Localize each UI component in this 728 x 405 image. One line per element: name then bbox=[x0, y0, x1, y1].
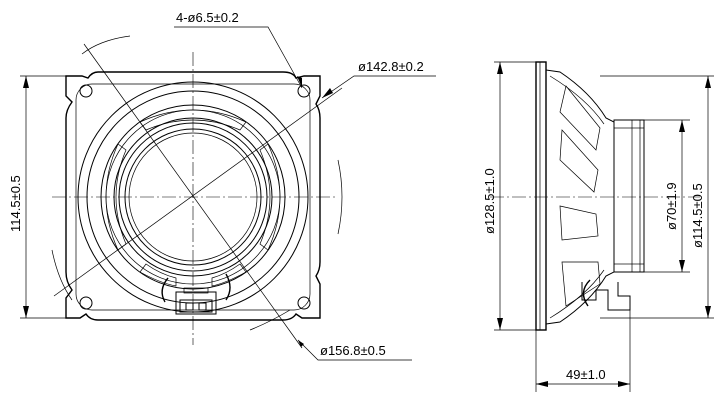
flange-sweep-arc bbox=[249, 309, 291, 331]
basket-ribs bbox=[559, 85, 601, 307]
side-terminal bbox=[581, 279, 631, 311]
magnet-plate bbox=[613, 127, 645, 265]
basket-window bbox=[139, 109, 247, 131]
flange-sweep-arc bbox=[81, 35, 131, 55]
side-view bbox=[490, 61, 700, 331]
mounting-hole bbox=[79, 84, 93, 98]
mounting-hole bbox=[79, 296, 93, 310]
side-dimensions: ø128.5±1.0 ø70±1.9 ø114.5±0.5 49±1.0 bbox=[482, 61, 714, 392]
front-view bbox=[51, 35, 343, 349]
basket-window bbox=[139, 263, 177, 287]
dia-line-142 bbox=[53, 87, 343, 297]
mounting-flange bbox=[65, 71, 321, 321]
lead-wire bbox=[161, 277, 169, 303]
holes-leader bbox=[174, 26, 303, 89]
lead-wire bbox=[225, 273, 231, 301]
basket-window bbox=[211, 263, 247, 287]
side-flange bbox=[535, 61, 547, 331]
front-dimensions: 4-ø6.5±0.2 ø142.8±0.2 ø156.8±0.5 114.5±0… bbox=[8, 10, 436, 361]
mounting-hole bbox=[297, 84, 311, 98]
basket-window bbox=[259, 143, 281, 251]
holes-label: 4-ø6.5±0.2 bbox=[176, 10, 239, 25]
magnet-dia-label: ø70±1.9 bbox=[664, 182, 679, 230]
flange-sweep-arc bbox=[51, 249, 73, 301]
flange-dia-leader bbox=[297, 339, 412, 361]
magnet bbox=[613, 119, 645, 273]
flange-sweep-arc bbox=[337, 159, 343, 235]
height-right-label: ø114.5±0.5 bbox=[690, 183, 705, 248]
flange-dia-label: ø156.8±0.5 bbox=[320, 343, 386, 358]
mounting-holes bbox=[79, 84, 311, 310]
frame-dia-label: ø128.5±1.0 bbox=[482, 168, 497, 234]
height-left-label: 114.5±0.5 bbox=[8, 175, 23, 232]
basket-windows bbox=[105, 109, 281, 287]
outer-dia-leader bbox=[321, 75, 436, 99]
depth-label: 49±1.0 bbox=[566, 367, 606, 382]
mounting-hole bbox=[297, 296, 311, 310]
outer-dia-label: ø142.8±0.2 bbox=[358, 59, 424, 74]
terminal-connector bbox=[175, 287, 217, 315]
